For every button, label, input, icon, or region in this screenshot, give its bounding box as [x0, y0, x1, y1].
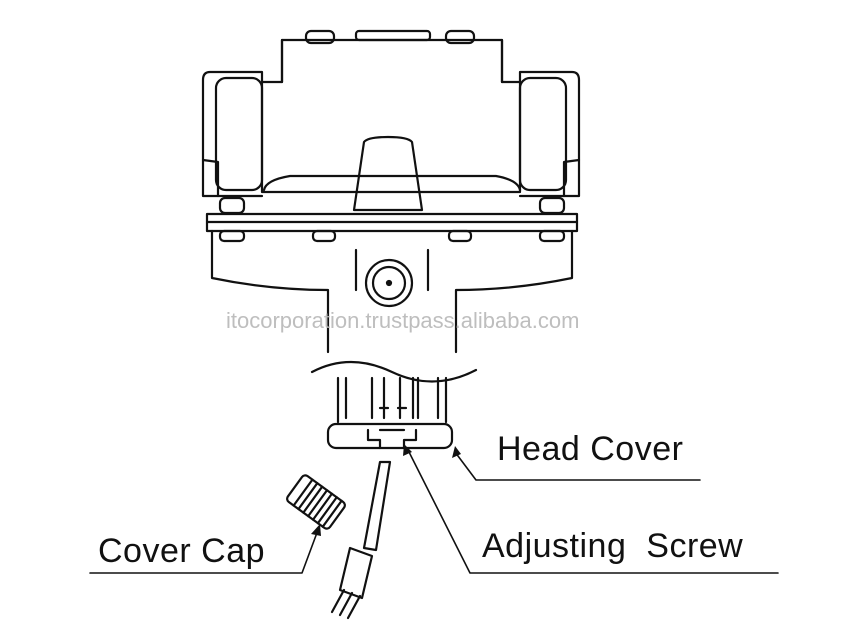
head-cover	[326, 422, 454, 450]
break-line	[310, 360, 478, 383]
flange-bolts	[218, 196, 566, 243]
flange	[205, 212, 579, 233]
upper-body	[260, 38, 522, 194]
head-cover-label: Head Cover	[497, 430, 684, 468]
center-handle	[352, 135, 424, 212]
top-lugs	[304, 29, 476, 45]
lower-bowl	[210, 229, 574, 354]
adjusting-screw-label: Adjusting Screw	[482, 527, 744, 565]
right-port	[518, 70, 581, 198]
screwdriver	[330, 460, 392, 620]
leader-arrows	[311, 444, 461, 536]
leader-lines	[89, 449, 779, 574]
cover-cap	[286, 474, 346, 530]
lower-stem	[336, 376, 448, 424]
left-port	[201, 70, 264, 198]
watermark: itocorporation.trustpass.alibaba.com	[226, 308, 580, 333]
cover-cap-label: Cover Cap	[98, 532, 266, 570]
